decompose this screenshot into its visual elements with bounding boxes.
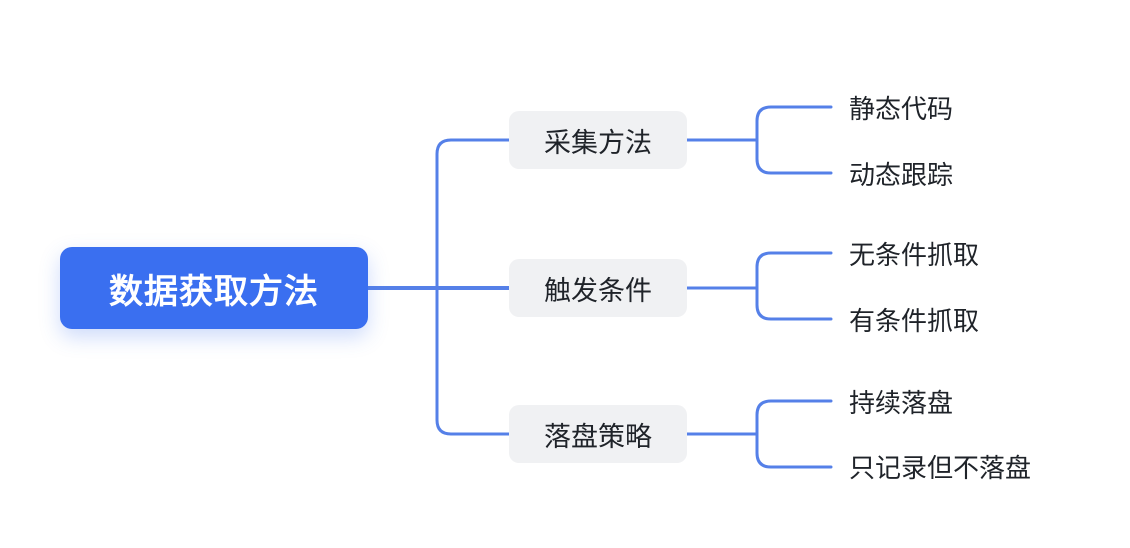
leaf-node-record-only-no-flush[interactable]: 只记录但不落盘	[849, 452, 1032, 483]
leaf-node-dynamic-tracing[interactable]: 动态跟踪	[849, 159, 954, 190]
branch-node-collection-method[interactable]: 采集方法	[509, 111, 687, 169]
connector-trunk	[435, 138, 511, 436]
leaf-node-unconditional-capture[interactable]: 无条件抓取	[849, 239, 980, 270]
leaf-node-continuous-flush[interactable]: 持续落盘	[849, 387, 954, 418]
leaf-node-static-code[interactable]: 静态代码	[849, 93, 954, 124]
branch-node-flush-strategy[interactable]: 落盘策略	[509, 405, 687, 463]
leaf-node-conditional-capture[interactable]: 有条件抓取	[849, 305, 980, 336]
connector-branch3-fork	[755, 399, 833, 469]
connector-branch2-fork	[755, 251, 833, 321]
branch-node-trigger-condition[interactable]: 触发条件	[509, 259, 687, 317]
connector-branch1-fork	[755, 105, 833, 175]
root-node[interactable]: 数据获取方法	[60, 247, 368, 329]
